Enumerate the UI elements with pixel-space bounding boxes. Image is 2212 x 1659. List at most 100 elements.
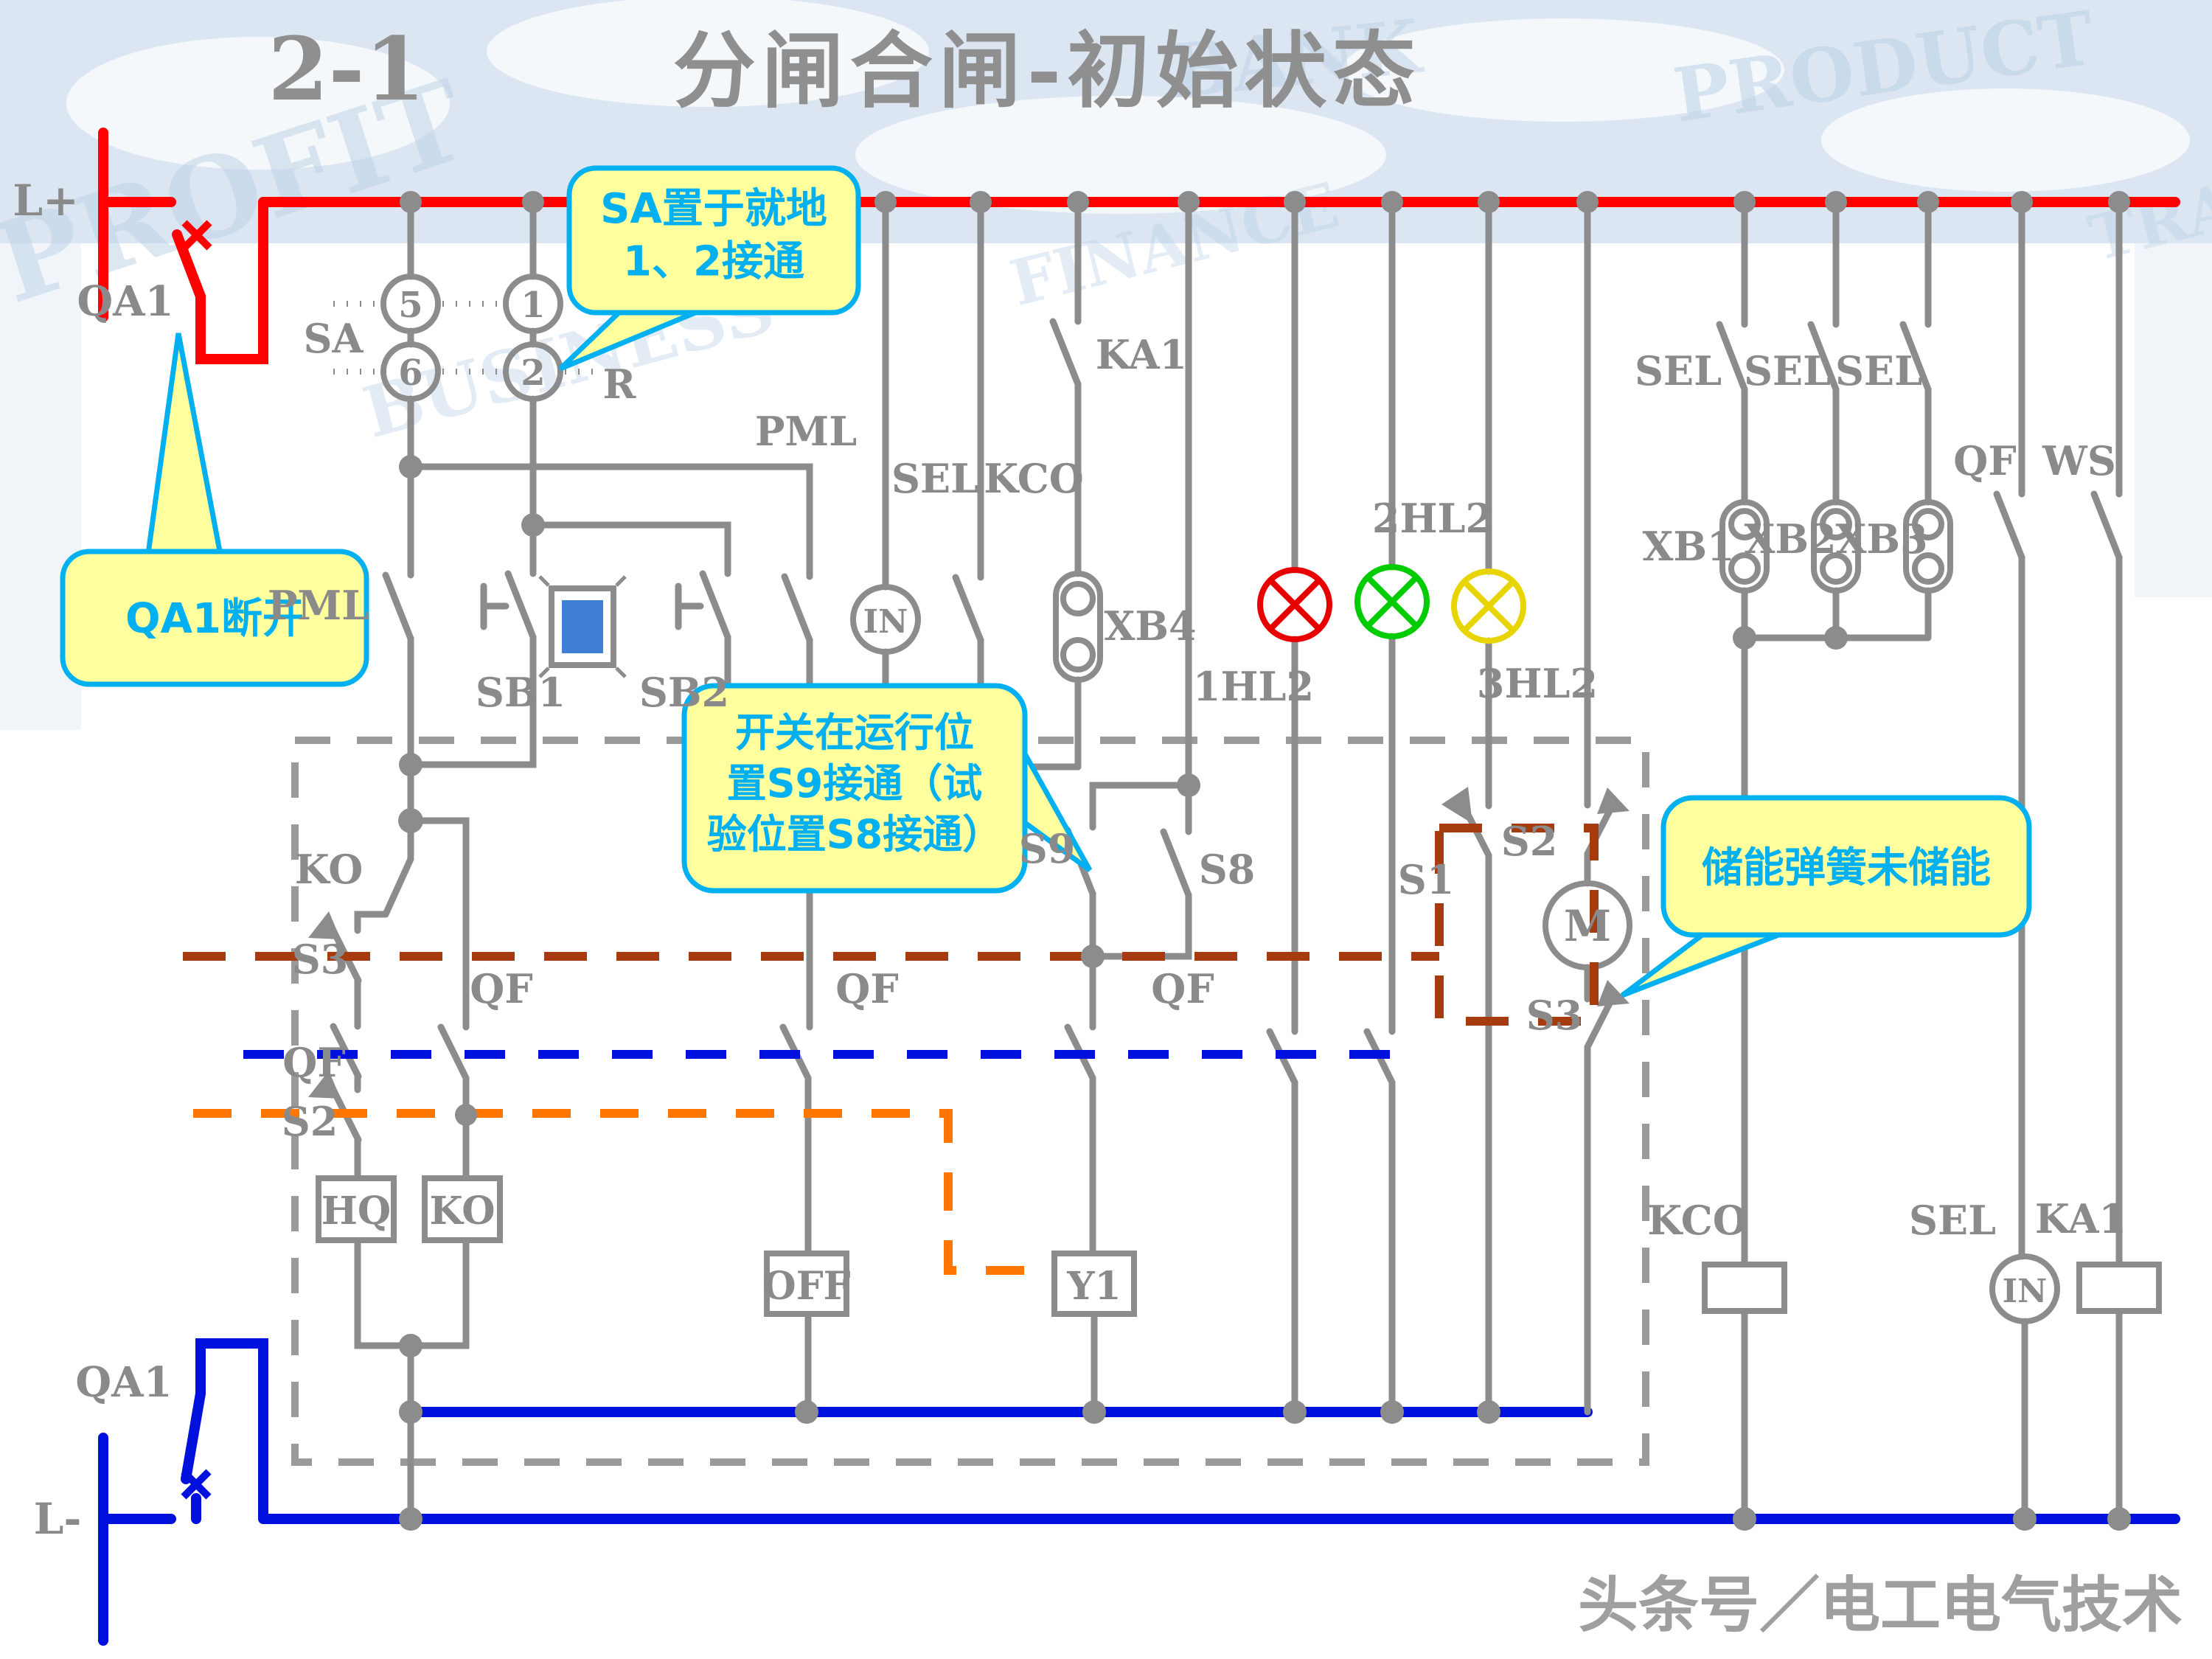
label-sel-mid: SEL [891, 455, 978, 502]
s3-right-blade [1584, 995, 1615, 1051]
sa-contact-6: 6 [398, 352, 422, 394]
lamp-1hl2-icon [1257, 567, 1332, 642]
lamp-2hl2-icon [1354, 564, 1430, 639]
page-title: 分闸合闸-初始状态 [673, 23, 1421, 119]
label-s3-left: S3 [292, 936, 349, 983]
label-m-motor: M [1564, 901, 1611, 951]
orange-dashed-line [193, 1109, 1053, 1275]
sb1-button-bracket-icon [480, 582, 509, 630]
ko-blade [382, 855, 414, 918]
callout-qa1-text: QA1断开 [125, 595, 304, 643]
callout-qa1-bubble [60, 549, 369, 687]
label-qf-off-col: QF [835, 965, 898, 1012]
ka1-top-blade [1049, 318, 1082, 388]
label-pml-left: PML [268, 582, 369, 629]
label-kco-bottom: KCO [1647, 1197, 1747, 1244]
wire-ko-left-chain [354, 817, 414, 1523]
bus-label-l-plus: L+ [13, 175, 78, 226]
label-sb1: SB1 [476, 669, 566, 716]
label-off-box: OFF [762, 1264, 850, 1309]
sa-contact-1-circle [503, 274, 563, 334]
label-xb4: XB4 [1104, 602, 1196, 650]
button-outline [549, 585, 616, 668]
label-sel-bottom: SEL [1909, 1197, 1996, 1244]
kco-coil-box [1702, 1262, 1787, 1314]
sa-contact-5: 5 [398, 285, 422, 326]
callout-qa1-tail [144, 333, 225, 562]
label-s3-right: S3 [1526, 992, 1583, 1039]
s1-arrow-icon [1441, 787, 1472, 824]
xb1-link-icon [1719, 499, 1770, 594]
label-s2-right: S2 [1501, 818, 1558, 865]
hq-coil-box [316, 1175, 397, 1243]
s2-left-arrow-icon [308, 1071, 341, 1099]
qf-top-right-blade [1993, 490, 2025, 561]
s3-right-arrow-icon [1597, 980, 1630, 1006]
label-ka1-bottom: KA1 [2035, 1195, 2126, 1242]
wire-ko-right-branch [407, 817, 470, 1349]
label-qf-right-branch: QF [470, 965, 532, 1012]
qa1-top-blade [172, 229, 206, 302]
label-1hl2: 1HL2 [1193, 663, 1314, 710]
sa-contact-1: 1 [521, 285, 545, 326]
label-kco-mid: KCO [984, 455, 1084, 502]
label-sb2: SB2 [639, 669, 729, 716]
label-sel-2: SEL [1744, 347, 1831, 394]
sa-contact-5-circle [380, 274, 441, 334]
qf-right-branch-blade [437, 1023, 470, 1082]
label-2hl2: 2HL2 [1372, 495, 1493, 542]
label-qf-left: QF [282, 1039, 345, 1086]
s3-left-arrow-icon [308, 911, 341, 939]
title-number: 2-1 [268, 18, 425, 120]
bus-negative-group [98, 1338, 2180, 1646]
qa1-bottom-open-x-icon [181, 1469, 212, 1500]
pml-right-blade [781, 573, 813, 644]
sel-blade-1 [1716, 321, 1748, 393]
label-ws: WS [2042, 437, 2116, 484]
right-blue-wash [2135, 243, 2212, 597]
s2-right-arrow-icon [1597, 787, 1630, 814]
button-corner-ticks [538, 575, 627, 678]
label-s9: S9 [1019, 825, 1076, 872]
label-ko-box: KO [429, 1189, 495, 1234]
callout-switchpos-bubble [681, 683, 1028, 894]
bus-label-l-minus: L- [34, 1494, 82, 1544]
sa-dotted-links [333, 301, 594, 375]
map-blobs [66, 0, 2190, 214]
label-qa1-bottom: QA1 [75, 1358, 172, 1407]
brown-dashed-box [1435, 824, 1599, 1026]
label-qf-top-right: QF [1953, 437, 2016, 484]
label-s1: S1 [1398, 856, 1455, 903]
callout-sa-bubble [566, 165, 861, 316]
xb4-link-icon [1053, 571, 1103, 683]
label-y1-box: Y1 [1066, 1264, 1121, 1309]
label-xb2: XB2 [1744, 515, 1836, 563]
y1-box [1051, 1251, 1137, 1317]
label-in-mid: IN [863, 603, 908, 641]
in-indicator-circle [850, 584, 921, 655]
off-box [764, 1251, 849, 1317]
ka1-coil-box [2076, 1262, 2162, 1314]
pml-left-blade [382, 571, 414, 642]
label-xb1: XB1 [1642, 523, 1734, 570]
blue-button-icon [562, 600, 603, 653]
sb2-blade [699, 570, 731, 641]
junction-dots [398, 191, 2131, 1531]
sa-contact-2-circle [503, 341, 563, 402]
l-minus-bus [195, 1338, 2180, 1524]
kco-blade [952, 574, 984, 644]
qa1-bottom-blade [181, 1388, 206, 1484]
watermark-text: 头条号／电工电气技术 [1578, 1571, 2183, 1641]
label-s8: S8 [1199, 846, 1256, 893]
sb2-button-bracket-icon [675, 582, 704, 630]
s8-blade [1160, 828, 1192, 899]
label-pml-right: PML [755, 408, 857, 455]
callout-spring-text: 储能弹簧未储能 [1702, 844, 1991, 892]
sel-blade-3 [1899, 321, 1932, 393]
label-sa: SA [304, 315, 364, 362]
in-bottom-circle [1989, 1253, 2060, 1324]
l-plus-rail [98, 128, 176, 322]
l-minus-rail [98, 1433, 201, 1646]
label-xb3: XB3 [1835, 515, 1927, 563]
